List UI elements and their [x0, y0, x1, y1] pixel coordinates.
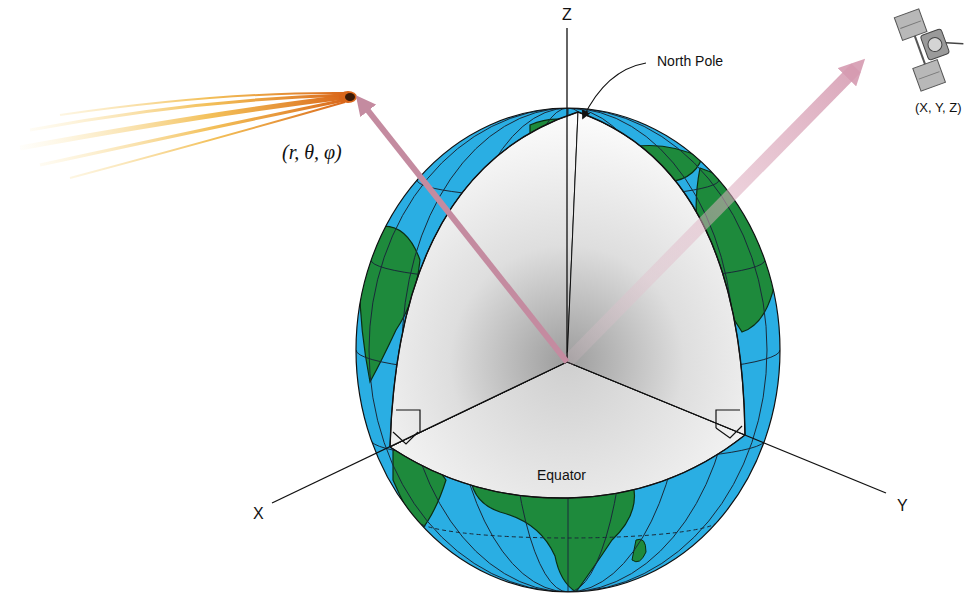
right-angle-mark — [393, 410, 742, 444]
satellite-icon — [894, 0, 973, 91]
right-angle-mark — [393, 432, 418, 444]
satellite-vector — [567, 68, 856, 362]
comet — [60, 93, 345, 115]
grid-lines — [417, 520, 719, 538]
right-angle-mark — [396, 410, 420, 432]
satellite-icon — [900, 21, 921, 29]
comet — [345, 93, 355, 101]
axis-line — [566, 28, 567, 362]
cutaway — [390, 435, 745, 498]
satellite-icon — [926, 36, 944, 54]
comet — [339, 91, 357, 103]
axis-line — [272, 28, 886, 503]
satellite-icon — [913, 60, 946, 91]
comet-vector — [362, 103, 567, 362]
grid-lines — [369, 108, 767, 592]
leader-line — [583, 63, 646, 118]
coordinate-label: (r, θ, φ) — [282, 141, 342, 163]
axis-label: Z — [562, 6, 572, 24]
cutaway — [390, 112, 578, 447]
satellite-icon — [920, 29, 950, 61]
coordinate-label: (X, Y, Z) — [915, 101, 961, 115]
axis-label: X — [253, 505, 264, 523]
axis-line — [272, 362, 567, 503]
comet — [20, 91, 357, 178]
satellite-icon — [946, 37, 963, 49]
cutaway — [390, 112, 578, 447]
comet — [70, 102, 345, 178]
axis-line — [567, 362, 886, 493]
pole-label: North Pole — [657, 54, 723, 69]
comet — [40, 100, 345, 165]
satellite-icon — [919, 72, 940, 80]
equator-label: Equator — [537, 468, 586, 483]
axis-label: Y — [897, 497, 908, 515]
